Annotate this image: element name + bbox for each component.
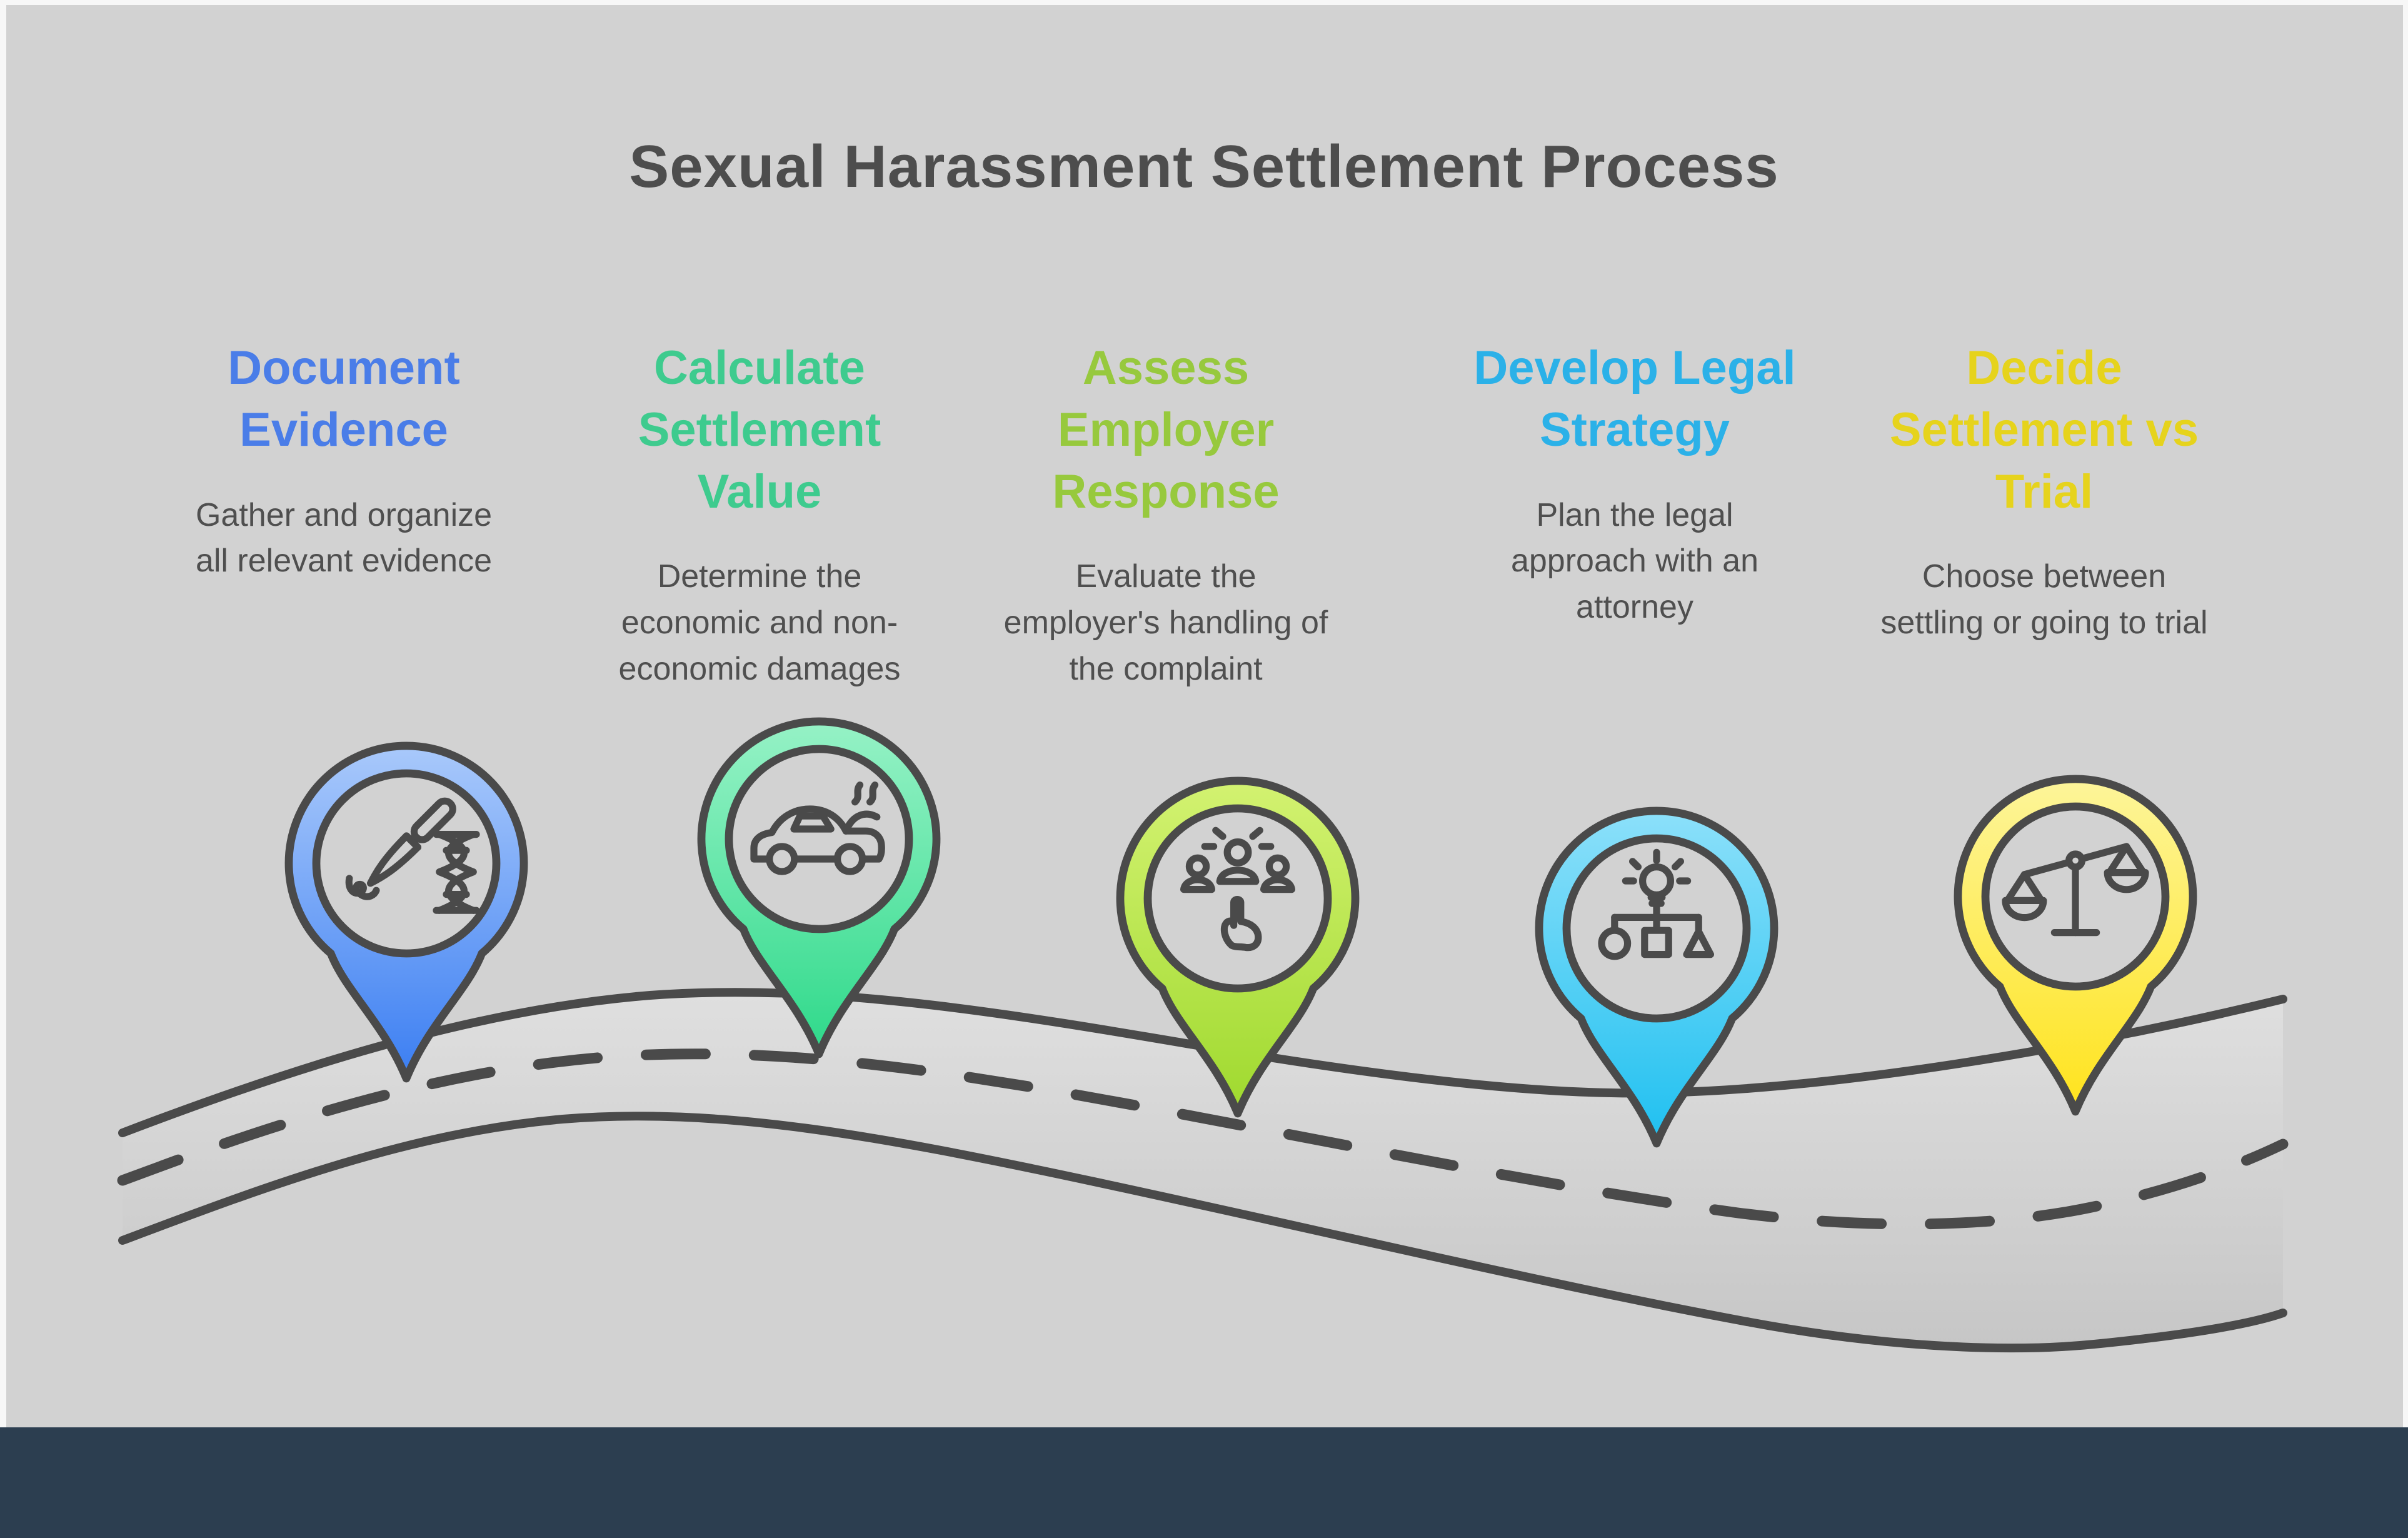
step-column-3: Assess Employer Response Evaluate the em… [978, 338, 1353, 693]
pin-circle [725, 745, 913, 933]
step-heading: Decide Settlement vs Trial [1889, 341, 2199, 518]
step-column-4: Develop Legal Strategy Plan the legal ap… [1447, 338, 1822, 631]
road-surface [123, 992, 2283, 1349]
step-description: Plan the legal approach with an attorney [1510, 496, 1759, 626]
map-pin-5 [1958, 779, 2193, 1112]
footer-bar [0, 1427, 2408, 1538]
map-pin-1 [289, 746, 524, 1078]
step-description: Evaluate the employer's handling of the … [1003, 558, 1328, 688]
road-bottom-edge [118, 1112, 2287, 1353]
lightbulb-flowchart-icon [1598, 848, 1715, 960]
step-column-1: Document Evidence Gather and organize al… [156, 338, 531, 585]
road [117, 988, 2289, 1353]
road-centerline [117, 1048, 2289, 1230]
blame-people-icon [1180, 827, 1296, 952]
pin-circle [312, 769, 501, 958]
scales-icon [2002, 843, 2149, 937]
page-title: Sexual Harassment Settlement Process [629, 133, 1779, 200]
map-pin-2 [701, 721, 936, 1054]
broken-car-icon [750, 781, 885, 875]
step-heading: Calculate Settlement Value [638, 341, 881, 518]
step-heading: Document Evidence [228, 341, 460, 456]
map-pin-4 [1539, 811, 1774, 1143]
step-description: Gather and organize all relevant evidenc… [195, 496, 493, 580]
step-column-2: Calculate Settlement Value Determine the… [572, 338, 947, 693]
knife-dna-icon [345, 797, 480, 914]
step-heading: Develop Legal Strategy [1473, 341, 1796, 456]
step-column-5: Decide Settlement vs Trial Choose betwee… [1857, 338, 2232, 646]
map-pin-3 [1120, 781, 1355, 1113]
step-description: Choose between settling or going to tria… [1880, 558, 2208, 641]
step-description: Determine the economic and non-economic … [618, 558, 901, 688]
step-heading: Assess Employer Response [1052, 341, 1280, 518]
